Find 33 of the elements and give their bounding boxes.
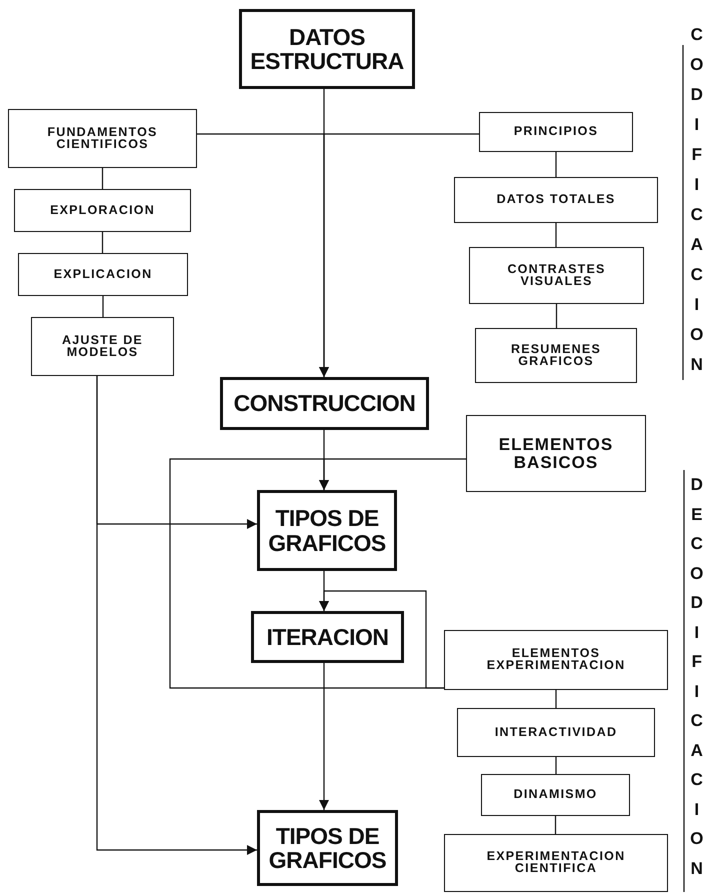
step-box: AJUSTE DE MODELOS [31, 317, 174, 376]
connector-line [556, 304, 558, 328]
process-box: DATOS ESTRUCTURA [239, 9, 415, 89]
process-box: ITERACION [251, 611, 404, 663]
step-box: FUNDAMENTOS CIENTIFICOS [8, 109, 197, 168]
vertical-label: CODIFICACION [690, 24, 704, 376]
connector-line [102, 296, 104, 317]
connector-line [555, 690, 557, 708]
arrow [319, 663, 329, 810]
arrow [319, 133, 479, 377]
connector-line [555, 223, 557, 247]
step-box: CONTRASTES VISUALES [469, 247, 644, 304]
step-box: EXPERIMENTACION CIENTIFICA [444, 834, 668, 892]
step-box: EXPLICACION [18, 253, 188, 296]
process-box: TIPOS DE GRAFICOS [257, 810, 398, 886]
step-box: PRINCIPIOS [479, 112, 633, 152]
step-box: ELEMENTOS BASICOS [466, 415, 646, 492]
step-box: INTERACTIVIDAD [457, 708, 655, 757]
step-box: EXPLORACION [14, 189, 191, 232]
step-box: DATOS TOTALES [454, 177, 658, 223]
vertical-label: DECODIFICACION [690, 474, 704, 880]
connector-line [554, 816, 556, 834]
arrow [319, 571, 329, 611]
process-box: TIPOS DE GRAFICOS [257, 490, 397, 571]
connector-line [555, 757, 557, 774]
step-box: ELEMENTOS EXPERIMENTACION [444, 630, 668, 690]
connector-line [102, 232, 104, 253]
step-box: DINAMISMO [481, 774, 630, 816]
arrow [96, 376, 257, 855]
step-box: RESUMENES GRAFICOS [475, 328, 637, 383]
connector-line [102, 168, 104, 189]
connector-line [555, 152, 557, 177]
process-box: CONSTRUCCION [220, 377, 429, 430]
